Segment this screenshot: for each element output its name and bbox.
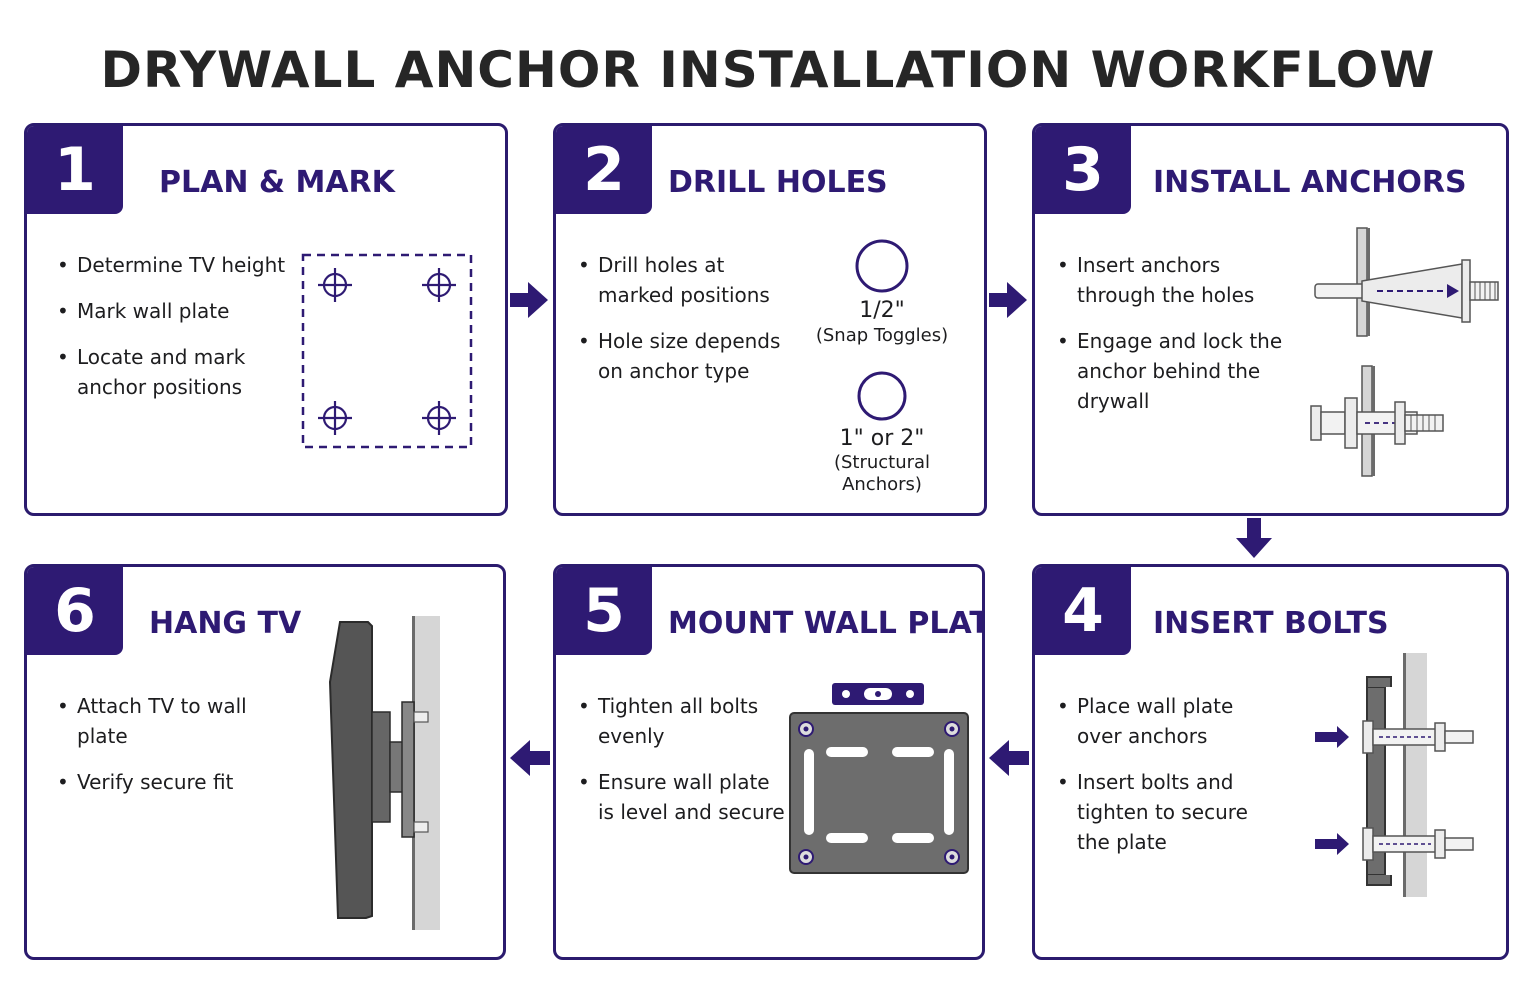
bullet-item: Attach TV to wall plate <box>57 691 247 751</box>
bullet-item: Mark wall plate <box>57 296 287 326</box>
anchor-icon <box>1310 227 1499 477</box>
bullet-item: Verify secure fit <box>57 767 247 797</box>
step-title: MOUNT WALL PLATE <box>668 606 985 641</box>
bolt-icon <box>1315 653 1474 897</box>
arrow-right-icon <box>989 282 1027 318</box>
drill-hole-icon <box>857 371 907 421</box>
step-title: HANG TV <box>149 606 302 641</box>
step-card-plan-mark: 1 PLAN & MARK Determine TV height Mark w… <box>24 123 508 516</box>
step-bullets: Place wall plate over anchors Insert bol… <box>1057 691 1277 873</box>
step-number: 2 <box>556 126 652 214</box>
step-card-insert-bolts: 4 INSERT BOLTS Place wall plate over anc… <box>1032 564 1509 960</box>
bullet-item: Locate and mark anchor positions <box>57 342 287 402</box>
arrow-down-icon <box>1236 518 1272 558</box>
step-title: PLAN & MARK <box>159 165 395 200</box>
hole-size-label: 1/2" (Snap Toggles) <box>806 298 958 348</box>
page-title: DRYWALL ANCHOR INSTALLATION WORKFLOW <box>100 41 1436 99</box>
hole-size-label: 1" or 2" (Structural Anchors) <box>813 426 951 496</box>
bullet-item: Engage and lock the anchor behind the dr… <box>1057 326 1297 416</box>
step-bullets: Determine TV height Mark wall plate Loca… <box>57 250 287 418</box>
bullet-item: Tighten all bolts evenly <box>578 691 788 751</box>
step-bullets: Drill holes at marked positions Hole siz… <box>578 250 803 402</box>
hole-size: 1/2" <box>859 298 905 323</box>
hole-note: (Structural Anchors) <box>833 452 931 495</box>
step-bullets: Insert anchors through the holes Engage … <box>1057 250 1297 432</box>
step-bullets: Tighten all bolts evenly Ensure wall pla… <box>578 691 788 843</box>
step-title: INSTALL ANCHORS <box>1153 165 1467 200</box>
step-card-install-anchors: 3 INSTALL ANCHORS Insert anchors through… <box>1032 123 1509 516</box>
hole-size: 1" or 2" <box>839 426 925 451</box>
arrow-left-icon <box>510 740 550 776</box>
wall-plate-icon <box>789 683 969 874</box>
step-number: 1 <box>27 126 123 214</box>
step-number: 5 <box>556 567 652 655</box>
bullet-item: Hole size depends on anchor type <box>578 326 803 386</box>
bullet-item: Insert anchors through the holes <box>1057 250 1297 310</box>
drill-hole-icon <box>855 239 909 293</box>
step-title: INSERT BOLTS <box>1153 606 1389 641</box>
marked-template-icon <box>301 253 473 449</box>
step-number: 4 <box>1035 567 1131 655</box>
step-card-mount-wall-plate: 5 MOUNT WALL PLATE Tighten all bolts eve… <box>553 564 985 960</box>
tv-mount-icon <box>328 616 440 930</box>
arrow-left-icon <box>989 740 1029 776</box>
step-number: 3 <box>1035 126 1131 214</box>
step-card-drill-holes: 2 DRILL HOLES Drill holes at marked posi… <box>553 123 987 516</box>
step-title: DRILL HOLES <box>668 165 888 200</box>
bullet-item: Place wall plate over anchors <box>1057 691 1277 751</box>
hole-note: (Snap Toggles) <box>815 325 949 346</box>
step-number: 6 <box>27 567 123 655</box>
step-card-hang-tv: 6 HANG TV Attach TV to wall plate Verify… <box>24 564 506 960</box>
bullet-item: Insert bolts and tighten to secure the p… <box>1057 767 1277 857</box>
step-bullets: Attach TV to wall plate Verify secure fi… <box>57 691 247 813</box>
bullet-item: Drill holes at marked positions <box>578 250 803 310</box>
bullet-item: Ensure wall plate is level and secure <box>578 767 788 827</box>
bullet-item: Determine TV height <box>57 250 287 280</box>
arrow-right-icon <box>510 282 548 318</box>
